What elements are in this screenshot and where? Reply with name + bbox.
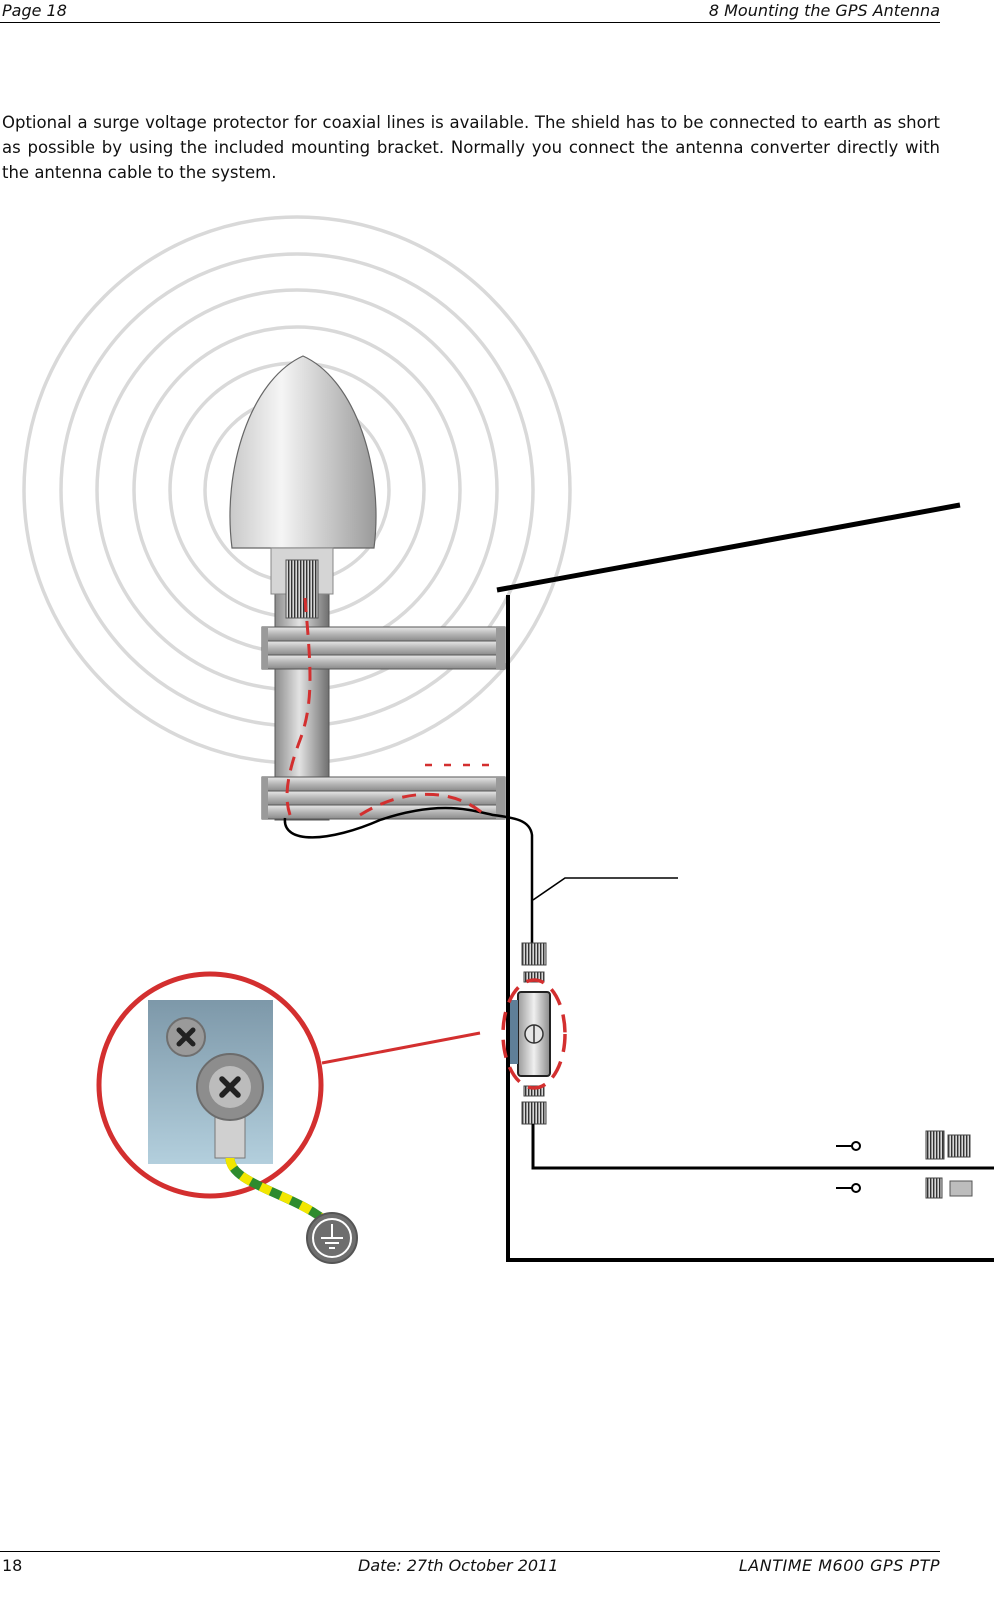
system-cable [531,1124,994,1170]
screw-icon [166,1017,206,1057]
surge-protector [510,942,551,1125]
antenna-dome [229,355,377,549]
header-page-label: Page 18 [2,1,67,20]
screw-icon [219,1076,241,1098]
dashed-cable-route-lower [359,792,486,817]
header-section-title: 8 Mounting the GPS Antenna [708,1,940,20]
ground-symbol-icon [306,1212,358,1264]
leader-line [532,877,678,901]
body-paragraph: Optional a surge voltage protector for c… [2,113,940,182]
lower-clamp [261,776,506,820]
detail-leader-line [321,1031,481,1065]
footer-product: LANTIME M600 GPS PTP [738,1556,940,1575]
footer-page-number: 18 [2,1556,23,1575]
footer-date: Date: 27th October 2011 [358,1556,559,1575]
page-header: Page 18 8 Mounting the GPS Antenna [0,0,940,23]
grounding-detail [96,971,358,1264]
antenna-cable [283,806,534,950]
antenna-connector [285,559,319,619]
page-footer: 18 Date: 27th October 2011 LANTIME M600 … [0,1551,940,1575]
upper-clamp [261,626,506,670]
roof-line [496,502,961,593]
connector-symbols [836,1130,973,1199]
protector-highlight-circle [501,978,567,1090]
connector-icon [925,1130,945,1160]
connector-icon [521,942,547,966]
